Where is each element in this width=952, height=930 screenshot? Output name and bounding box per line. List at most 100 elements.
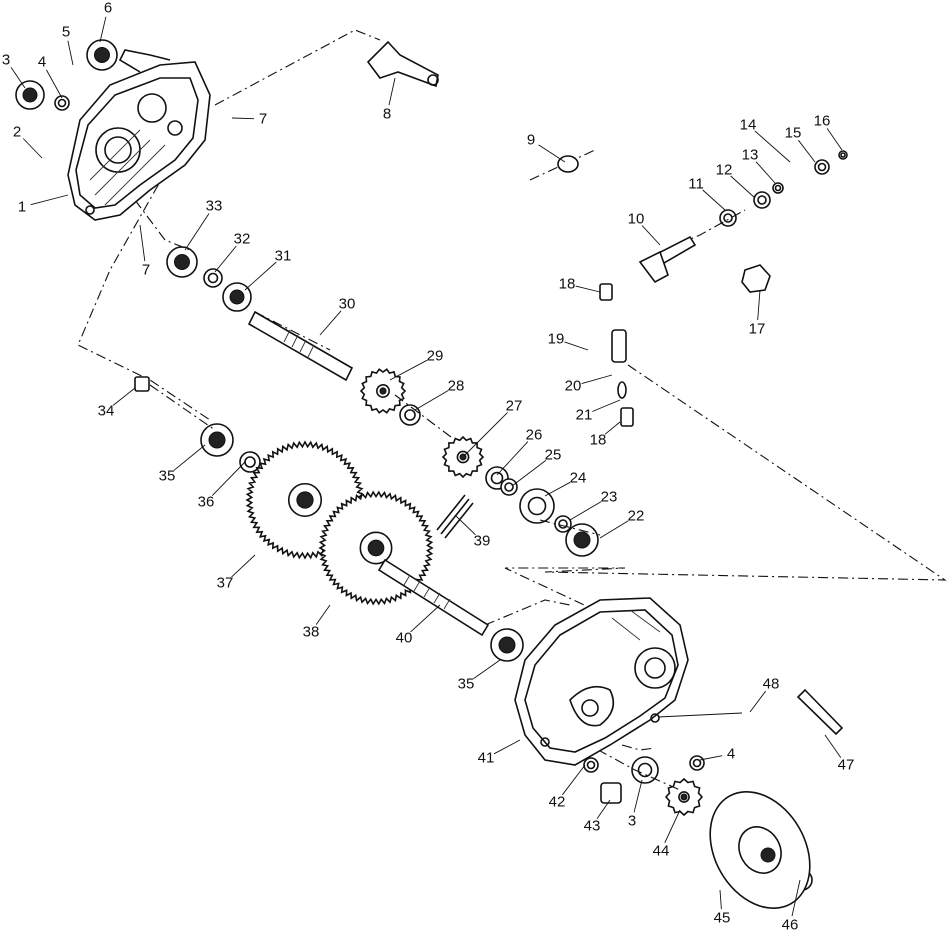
leader-c19 — [564, 341, 589, 351]
leader-c42 — [562, 764, 586, 796]
leader-c7a — [231, 117, 255, 120]
leader-c10 — [641, 225, 661, 246]
callout-c6: 6 — [103, 0, 113, 17]
callout-c18b: 18 — [589, 431, 607, 449]
leader-c28 — [414, 390, 449, 411]
callout-c22: 22 — [627, 507, 645, 525]
callout-c20: 20 — [564, 377, 582, 395]
callout-c12: 12 — [715, 161, 733, 179]
callout-c18a: 18 — [558, 275, 576, 293]
callout-c29: 29 — [426, 347, 444, 365]
callout-leaders — [10, 16, 843, 917]
callout-c7a: 7 — [258, 110, 268, 128]
callout-c42: 42 — [548, 793, 566, 811]
callout-c41: 41 — [477, 749, 495, 767]
leader-c35b — [473, 659, 501, 680]
leader-c16 — [826, 128, 843, 151]
leader-c11 — [702, 189, 726, 211]
callout-c39: 39 — [473, 532, 491, 550]
leader-c32 — [214, 245, 237, 273]
washer-15-icon — [814, 159, 830, 175]
spacer-24-icon — [519, 488, 555, 524]
callout-c11: 11 — [688, 175, 704, 193]
callout-c19: 19 — [547, 330, 565, 348]
gear-31-icon — [222, 282, 252, 312]
callout-c44: 44 — [652, 842, 670, 860]
sprocket-44-icon — [664, 777, 704, 817]
callout-c40: 40 — [395, 629, 413, 647]
leader-c44 — [664, 809, 681, 843]
leader-c9 — [538, 144, 566, 163]
callout-c2: 2 — [12, 123, 22, 141]
bearing-35a-icon — [200, 423, 234, 457]
callout-c47: 47 — [837, 756, 855, 774]
callout-c9: 9 — [526, 131, 536, 149]
washer-25-icon — [500, 478, 518, 496]
callout-c32: 32 — [233, 230, 251, 248]
leader-c22 — [599, 520, 629, 539]
callout-c4a: 4 — [37, 53, 47, 71]
callout-c48: 48 — [762, 675, 780, 693]
leader-c34 — [112, 387, 136, 406]
callout-c16: 16 — [813, 112, 831, 130]
callout-c10: 10 — [627, 210, 645, 228]
washer-32-icon — [203, 268, 223, 288]
leader-c45 — [719, 889, 722, 910]
leader-c8 — [388, 77, 396, 106]
leader-c1 — [30, 194, 69, 206]
callout-c21: 21 — [575, 406, 593, 424]
callout-c36: 36 — [197, 493, 215, 511]
shift-fork — [366, 40, 439, 88]
callout-c4b: 4 — [726, 745, 736, 763]
washer-23-icon — [554, 515, 572, 533]
callout-c17: 17 — [748, 320, 766, 338]
bearing-3-icon — [15, 80, 45, 110]
callout-c5: 5 — [61, 23, 71, 41]
leader-c38 — [315, 604, 331, 625]
leader-c4b — [699, 755, 723, 761]
leader-c13 — [755, 161, 776, 184]
shift-shaft — [638, 235, 771, 293]
leader-c37 — [231, 554, 256, 578]
washer-3-icon — [631, 756, 659, 784]
callout-c3a: 3 — [1, 51, 11, 69]
leader-c20 — [581, 374, 613, 385]
small-parts — [134, 155, 844, 804]
callout-c7b: 7 — [141, 261, 151, 279]
leader-c2 — [22, 138, 43, 159]
leader-c36 — [211, 461, 246, 496]
washer-28-icon — [399, 404, 421, 426]
leader-c31 — [244, 261, 277, 291]
leader-c18b — [604, 421, 621, 435]
leader-c5 — [67, 40, 74, 66]
leader-c4a — [46, 69, 63, 99]
bearing-6-icon — [86, 39, 118, 71]
callout-c27: 27 — [505, 397, 523, 415]
washer-12-icon — [753, 191, 771, 209]
callout-c38: 38 — [302, 623, 320, 641]
leader-c3b — [633, 779, 643, 813]
callout-c1: 1 — [17, 198, 27, 216]
callout-c35b: 35 — [457, 675, 475, 693]
bearing-35b-icon — [490, 628, 524, 662]
left-case-half — [67, 49, 211, 221]
leader-c39 — [454, 514, 476, 536]
callout-c34: 34 — [97, 402, 115, 420]
callout-c8: 8 — [382, 105, 392, 123]
clutch-drum — [709, 790, 811, 910]
callout-c24: 24 — [569, 469, 587, 487]
washer-13-icon — [772, 182, 784, 194]
leader-c3a — [10, 67, 26, 89]
seal-42-icon — [583, 757, 599, 773]
leader-c14 — [754, 130, 791, 163]
leader-c6 — [99, 16, 107, 43]
callout-c31: 31 — [274, 247, 292, 265]
leader-c47 — [824, 734, 842, 758]
callout-c28: 28 — [447, 377, 465, 395]
leader-c33 — [184, 213, 210, 251]
callout-c26: 26 — [525, 426, 543, 444]
washer-11-icon — [719, 209, 737, 227]
callout-c23: 23 — [600, 488, 618, 506]
nut-16-icon — [838, 150, 848, 160]
